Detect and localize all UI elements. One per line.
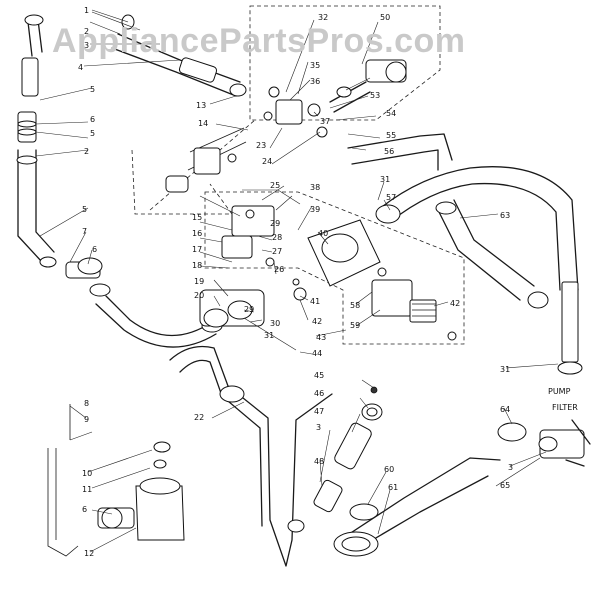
callout-28: 28 bbox=[272, 233, 282, 242]
water-valve bbox=[371, 267, 457, 341]
callout-11: 11 bbox=[82, 485, 92, 494]
callout-43: 43 bbox=[316, 333, 326, 342]
callout-27: 27 bbox=[272, 247, 282, 256]
callout-31b: 31 bbox=[264, 331, 274, 340]
callout-25: 25 bbox=[270, 181, 280, 190]
callout-23: 23 bbox=[256, 141, 266, 150]
callout-3b: 3 bbox=[316, 423, 321, 432]
callout-24: 24 bbox=[262, 157, 272, 166]
callout-42b: 42 bbox=[450, 299, 460, 308]
callout-65: 65 bbox=[500, 481, 510, 490]
callout-7: 7 bbox=[82, 227, 87, 236]
callout-41: 41 bbox=[310, 297, 320, 306]
callout-29: 29 bbox=[244, 305, 254, 314]
callout-2: 2 bbox=[84, 27, 89, 36]
callout-50: 50 bbox=[380, 13, 390, 22]
callout-48: 48 bbox=[314, 457, 324, 466]
callout-6c: 6 bbox=[82, 505, 87, 514]
callout-16: 16 bbox=[192, 229, 202, 238]
callout-54: 54 bbox=[386, 109, 396, 118]
callout-56: 56 bbox=[384, 147, 394, 156]
callout-35: 35 bbox=[310, 61, 320, 70]
upper-hose-assembly bbox=[111, 14, 247, 193]
callout-4: 4 bbox=[78, 63, 83, 72]
callout-36: 36 bbox=[310, 77, 320, 86]
callout-31: 31 bbox=[380, 175, 390, 184]
callout-42: 42 bbox=[312, 317, 322, 326]
callout-10: 10 bbox=[82, 469, 92, 478]
callout-labels: 1 2 2 3 4 5 5 5 6 6 7 8 9 10 11 6 12 13 … bbox=[78, 6, 578, 558]
callout-44: 44 bbox=[312, 349, 322, 358]
callout-3: 3 bbox=[84, 41, 89, 50]
callout-47: 47 bbox=[314, 407, 324, 416]
callout-19: 19 bbox=[194, 277, 204, 286]
callout-58: 58 bbox=[350, 301, 360, 310]
callout-57: 57 bbox=[386, 193, 396, 202]
right-hoses bbox=[347, 133, 583, 375]
callout-9: 9 bbox=[84, 415, 89, 424]
callout-61: 61 bbox=[388, 483, 398, 492]
callout-8: 8 bbox=[84, 399, 89, 408]
drain-fittings bbox=[313, 386, 383, 513]
callout-64: 64 bbox=[500, 405, 510, 414]
callout-38: 38 bbox=[310, 183, 320, 192]
callout-2b: 2 bbox=[84, 147, 89, 156]
pump-filter-connector bbox=[497, 419, 591, 467]
callout-20: 20 bbox=[194, 291, 204, 300]
callout-5: 5 bbox=[90, 85, 95, 94]
label-filter: FILTER bbox=[552, 403, 578, 412]
callout-29b: 29 bbox=[270, 219, 280, 228]
callout-17: 17 bbox=[192, 245, 202, 254]
callout-13: 13 bbox=[196, 101, 206, 110]
callout-63: 63 bbox=[500, 211, 510, 220]
callout-6b: 6 bbox=[92, 245, 97, 254]
assembly-boundaries bbox=[131, 5, 465, 345]
callout-18: 18 bbox=[192, 261, 202, 270]
callout-3c: 3 bbox=[508, 463, 513, 472]
sump-filter bbox=[333, 457, 501, 557]
callout-6: 6 bbox=[90, 115, 95, 124]
callout-22: 22 bbox=[194, 413, 204, 422]
callout-30: 30 bbox=[270, 319, 280, 328]
callout-37: 37 bbox=[320, 117, 330, 126]
callout-31c: 31 bbox=[500, 365, 510, 374]
label-pump: PUMP bbox=[548, 387, 571, 396]
callout-5b: 5 bbox=[90, 129, 95, 138]
callout-12: 12 bbox=[84, 549, 94, 558]
callout-59: 59 bbox=[350, 321, 360, 330]
callout-14: 14 bbox=[198, 119, 208, 128]
callout-5c: 5 bbox=[82, 205, 87, 214]
leader-lines bbox=[35, 9, 559, 553]
callout-15: 15 bbox=[192, 213, 202, 222]
inset-trap bbox=[47, 404, 185, 557]
top-valve-assembly bbox=[263, 59, 407, 138]
callout-39: 39 bbox=[310, 205, 320, 214]
callout-32: 32 bbox=[318, 13, 328, 22]
center-drain-pipe bbox=[169, 345, 333, 567]
callout-53: 53 bbox=[370, 91, 380, 100]
callout-60: 60 bbox=[384, 465, 394, 474]
callout-26: 26 bbox=[274, 265, 284, 274]
callout-46: 46 bbox=[314, 389, 324, 398]
callout-55: 55 bbox=[386, 131, 396, 140]
callout-45: 45 bbox=[314, 371, 324, 380]
callout-1: 1 bbox=[84, 6, 89, 15]
callout-40: 40 bbox=[318, 229, 328, 238]
